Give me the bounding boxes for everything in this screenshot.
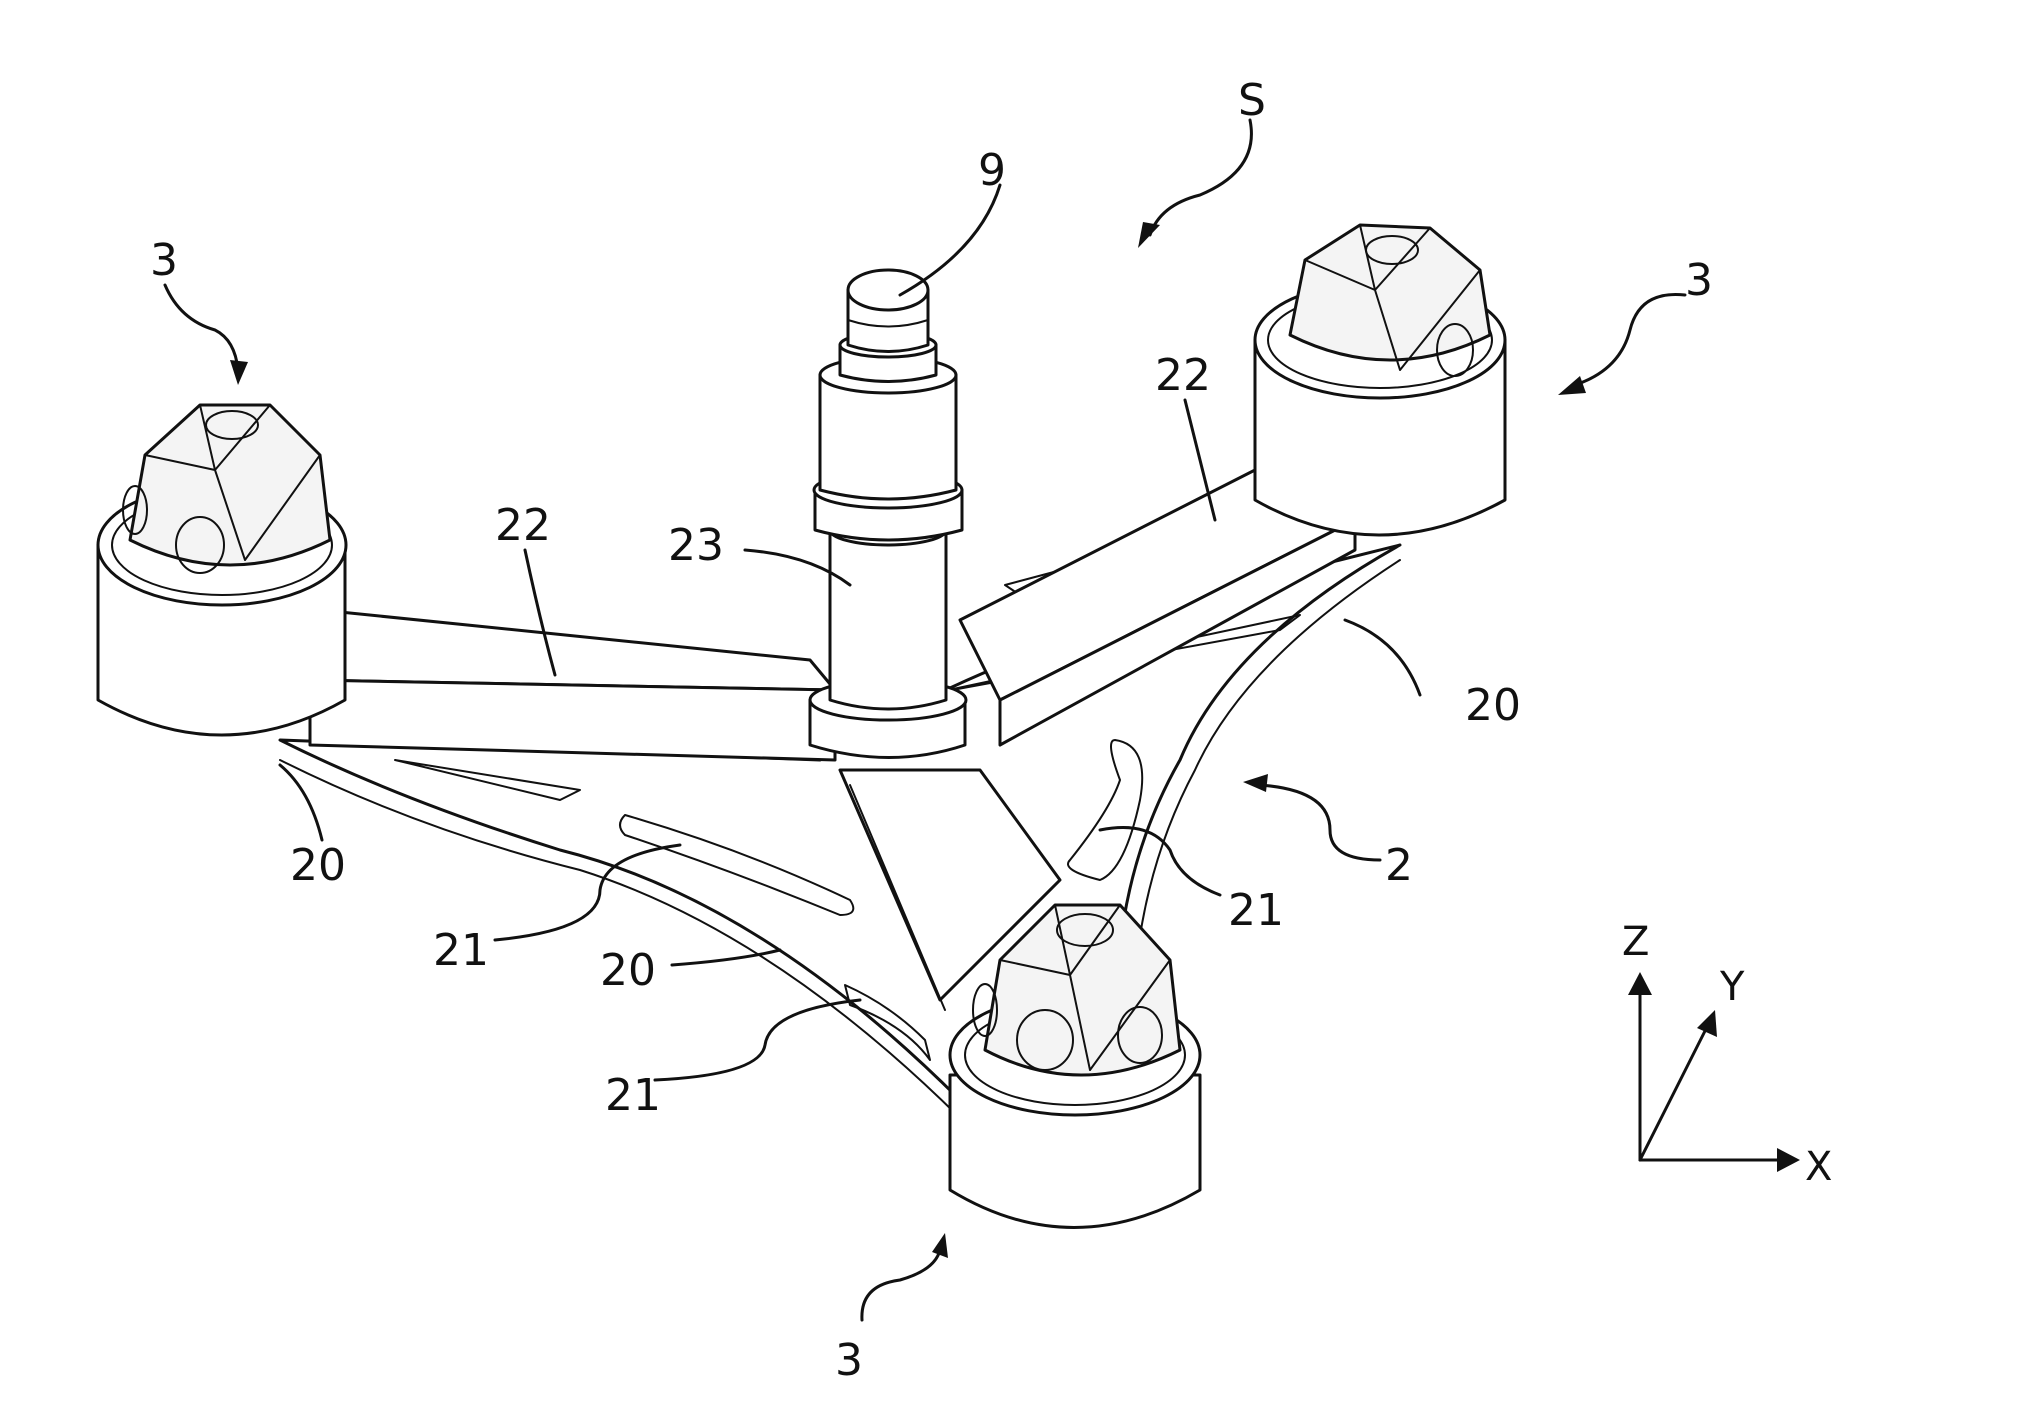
- label-slot-21-left: 21: [433, 925, 489, 976]
- column: [830, 530, 946, 709]
- label-assembly-s: S: [1238, 75, 1266, 126]
- label-beam-22-left: 22: [495, 500, 551, 551]
- label-web-20-left: 20: [290, 840, 346, 891]
- column-assembly: [810, 270, 966, 758]
- axis-labels: Z Y X: [1622, 919, 1832, 1190]
- label-web-20-center: 20: [600, 945, 656, 996]
- label-post-9: 9: [978, 145, 1006, 196]
- axis-label-x: X: [1805, 1144, 1832, 1190]
- label-column-23: 23: [668, 520, 724, 571]
- label-slot-21-right: 21: [1228, 885, 1284, 936]
- label-web-20-right: 20: [1465, 680, 1521, 731]
- label-module-3-top-left: 3: [150, 235, 178, 286]
- label-slot-21-center: 21: [605, 1070, 661, 1121]
- beam-left: [310, 612, 835, 690]
- axis-label-z: Z: [1622, 919, 1649, 965]
- module-top-left: [98, 405, 346, 735]
- axis-triad: [1628, 972, 1800, 1172]
- label-module-3-bottom: 3: [835, 1335, 863, 1386]
- label-beam-22-right: 22: [1155, 350, 1211, 401]
- label-module-3-top-right: 3: [1685, 255, 1713, 306]
- label-frame-2: 2: [1385, 840, 1413, 891]
- module-top-right: [1255, 225, 1505, 535]
- axis-label-y: Y: [1719, 964, 1745, 1010]
